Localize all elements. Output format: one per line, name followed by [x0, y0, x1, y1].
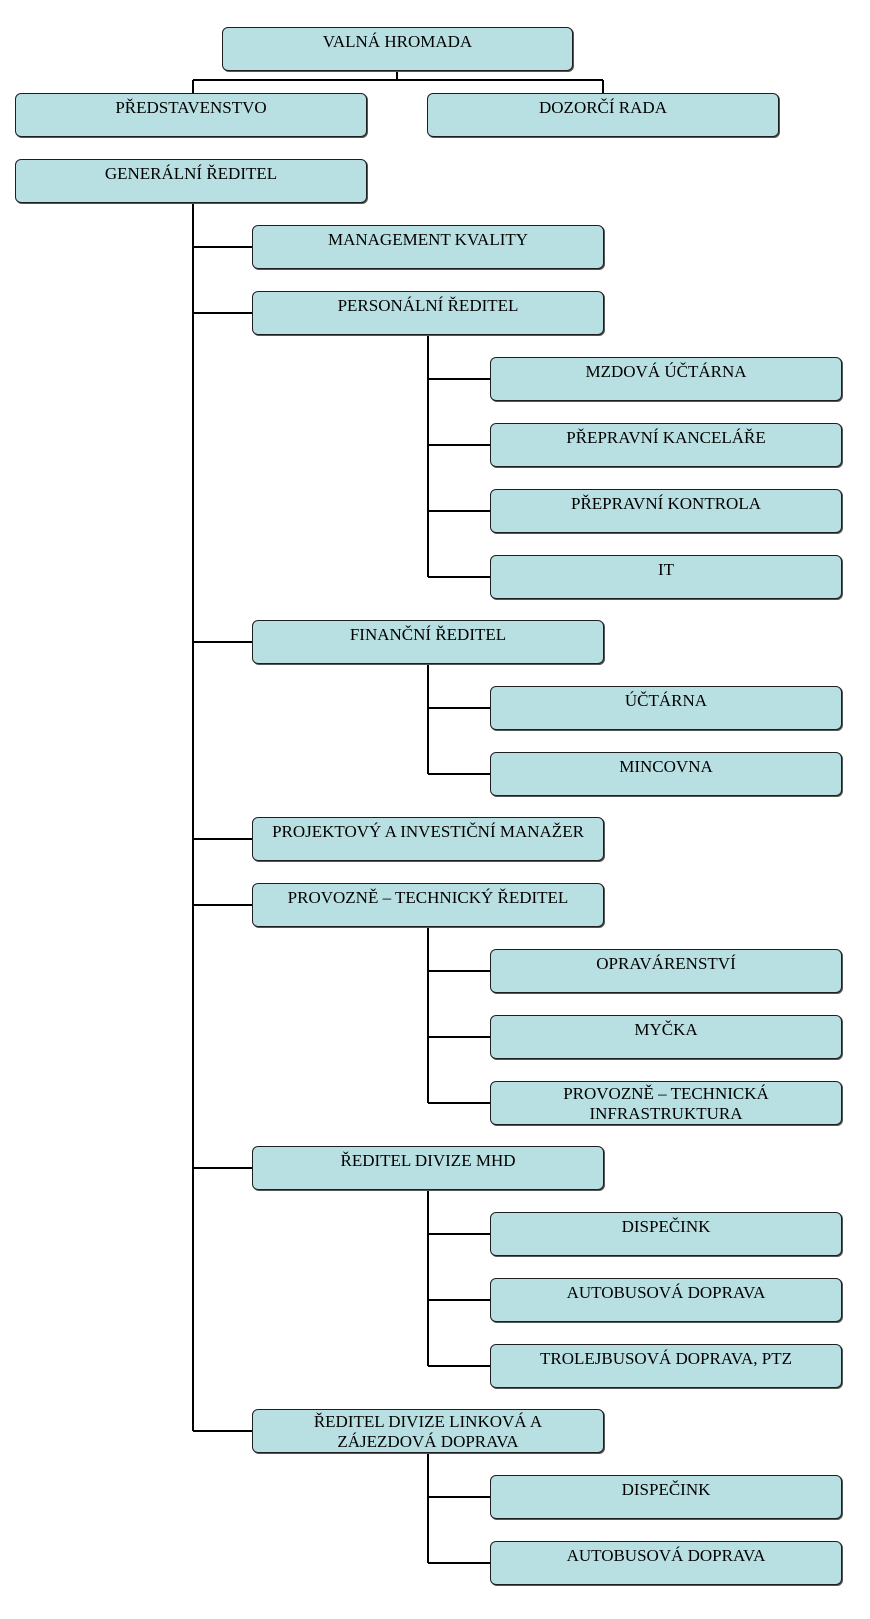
node-text-line-1: ŘEDITEL DIVIZE LINKOVÁ A — [313, 1412, 543, 1431]
node-reditel-divize-mhd: ŘEDITEL DIVIZE MHD — [252, 1146, 604, 1190]
node-text-line-1: PROVOZNĚ – TECHNICKÁ — [563, 1084, 769, 1103]
node-generalni-reditel: GENERÁLNÍ ŘEDITEL — [15, 159, 367, 203]
node-trolejbusova-doprava: TROLEJBUSOVÁ DOPRAVA, PTZ — [490, 1344, 842, 1388]
node-prepravni-kancelare: PŘEPRAVNÍ KANCELÁŘE — [490, 423, 842, 467]
node-prepravni-kontrola: PŘEPRAVNÍ KONTROLA — [490, 489, 842, 533]
node-opravarenstvi: OPRAVÁRENSTVÍ — [490, 949, 842, 993]
node-reditel-divize-linkova: ŘEDITEL DIVIZE LINKOVÁ A ZÁJEZDOVÁ DOPRA… — [252, 1409, 604, 1453]
node-mycka: MYČKA — [490, 1015, 842, 1059]
node-management-kvality: MANAGEMENT KVALITY — [252, 225, 604, 269]
node-dispecink-mhd: DISPEČINK — [490, 1212, 842, 1256]
node-provozne-technicky-reditel: PROVOZNĚ – TECHNICKÝ ŘEDITEL — [252, 883, 604, 927]
node-text-line-2: INFRASTRUKTURA — [589, 1104, 743, 1123]
node-it: IT — [490, 555, 842, 599]
node-autobusova-doprava-linkova: AUTOBUSOVÁ DOPRAVA — [490, 1541, 842, 1585]
node-text-line-2: ZÁJEZDOVÁ DOPRAVA — [337, 1432, 519, 1451]
node-autobusova-doprava-mhd: AUTOBUSOVÁ DOPRAVA — [490, 1278, 842, 1322]
node-uctarna: ÚČTÁRNA — [490, 686, 842, 730]
node-mzdova-uctarna: MZDOVÁ ÚČTÁRNA — [490, 357, 842, 401]
node-mincovna: MINCOVNA — [490, 752, 842, 796]
node-financni-reditel: FINANČNÍ ŘEDITEL — [252, 620, 604, 664]
node-dispecink-linkova: DISPEČINK — [490, 1475, 842, 1519]
node-provozne-technicka-infrastruktura: PROVOZNĚ – TECHNICKÁ INFRASTRUKTURA — [490, 1081, 842, 1125]
node-projektovy-manazer: PROJEKTOVÝ A INVESTIČNÍ MANAŽER — [252, 817, 604, 861]
node-predstavenstvo: PŘEDSTAVENSTVO — [15, 93, 367, 137]
node-valna-hromada: VALNÁ HROMADA — [222, 27, 573, 71]
node-dozorci-rada: DOZORČÍ RADA — [427, 93, 779, 137]
node-personalni-reditel: PERSONÁLNÍ ŘEDITEL — [252, 291, 604, 335]
